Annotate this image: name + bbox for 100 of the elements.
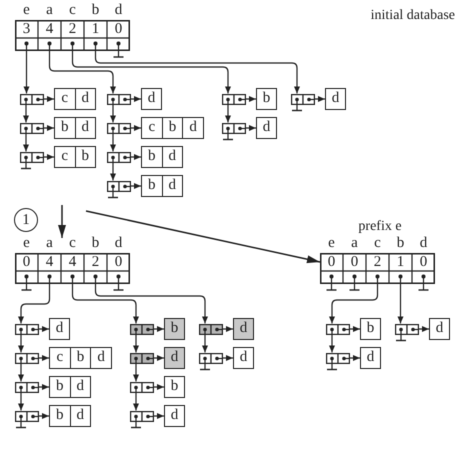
transaction-box	[54, 88, 96, 110]
item-label: b	[70, 348, 90, 368]
pointer-arrow	[44, 125, 54, 131]
pointer-arrow	[315, 96, 325, 102]
list-cell	[107, 152, 131, 162]
pointer-arrow	[18, 392, 24, 410]
pointer-arrow	[329, 284, 378, 324]
pointer-arrow	[131, 183, 141, 189]
item-label: a	[350, 236, 359, 251]
list-cell	[15, 352, 39, 364]
transaction-box	[256, 88, 277, 110]
item-label: d	[418, 236, 428, 251]
transaction-box	[325, 88, 346, 110]
pointer-arrow	[110, 104, 116, 122]
list-cell	[395, 324, 419, 334]
pointer-arrow	[419, 326, 429, 332]
list-cell	[199, 324, 223, 334]
item-label: d	[330, 89, 340, 108]
transaction-box	[233, 318, 254, 340]
item-count: 0	[114, 253, 124, 271]
transaction-box	[360, 347, 381, 369]
pointer-arrow	[72, 51, 231, 94]
list-cell	[15, 382, 39, 392]
transaction-box	[164, 376, 185, 398]
step-circle: 1	[14, 208, 38, 232]
item-label: d	[262, 118, 272, 137]
item-label: b	[262, 89, 272, 108]
item-label: c	[373, 236, 382, 251]
pointer-arrow	[23, 134, 29, 152]
header-array	[15, 238, 130, 284]
item-label: d	[238, 348, 248, 367]
item-count: 4	[44, 20, 54, 38]
item-label: b	[170, 319, 180, 338]
pointer-arrow	[131, 125, 141, 131]
pointer-arrow	[24, 51, 30, 94]
transaction-box	[256, 117, 277, 139]
item-count: 3	[22, 20, 32, 38]
item-count: 1	[90, 20, 100, 38]
item-count: 0	[418, 253, 428, 271]
transaction-box	[141, 175, 183, 197]
item-label: d	[90, 348, 112, 368]
item-label: b	[55, 406, 64, 425]
item-label: b	[90, 236, 100, 251]
pointer-arrow	[154, 355, 164, 361]
pointer-arrow	[225, 104, 231, 122]
pointer-arrow	[44, 96, 54, 102]
transaction-box	[429, 318, 450, 340]
pointer-arrow	[39, 413, 49, 419]
item-count: 2	[68, 20, 78, 38]
item-count: 2	[372, 253, 382, 271]
pointer-arrow	[350, 355, 360, 361]
list-cell	[222, 122, 246, 134]
item-label: b	[162, 118, 182, 138]
item-label: d	[162, 176, 182, 196]
pointer-arrow	[39, 384, 49, 390]
list-cell	[199, 352, 223, 364]
pointer-arrow	[18, 334, 24, 352]
item-label: b	[60, 118, 70, 137]
item-label: c	[148, 118, 156, 137]
item-count: 4	[68, 253, 78, 271]
list-cell	[107, 180, 131, 192]
pointer-arrow	[154, 384, 164, 390]
pointer-arrow	[39, 355, 49, 361]
list-cell	[130, 410, 154, 422]
step-arrow	[86, 210, 320, 264]
list-cell	[20, 152, 44, 162]
transaction-box	[141, 88, 162, 110]
pointer-arrow	[48, 51, 116, 94]
transaction-box	[141, 117, 204, 139]
list-cell	[130, 352, 154, 364]
transaction-box	[233, 347, 254, 369]
structure-caption: prefix e	[357, 219, 403, 235]
list-cell	[20, 94, 44, 104]
item-label: e	[327, 236, 336, 251]
item-label: d	[170, 406, 180, 425]
item-label: b	[90, 3, 100, 18]
item-label: b	[55, 377, 64, 396]
header-array	[15, 5, 130, 51]
transaction-box	[49, 376, 91, 398]
transaction-box	[164, 318, 185, 340]
pointer-arrow	[133, 392, 139, 410]
pointer-arrow	[110, 134, 116, 152]
pointer-arrow	[133, 334, 139, 352]
transaction-box	[49, 347, 112, 369]
pointer-arrow	[39, 326, 49, 332]
transaction-box	[49, 318, 70, 340]
list-cell	[15, 410, 39, 422]
list-cell	[130, 324, 154, 334]
item-label: c	[60, 89, 70, 108]
pointer-arrow	[329, 334, 335, 352]
transaction-box	[54, 117, 96, 139]
pointer-arrow	[154, 326, 164, 332]
transaction-box	[360, 318, 381, 340]
pointer-arrow	[223, 355, 233, 361]
item-label: b	[147, 176, 156, 195]
pointer-arrow	[350, 326, 360, 332]
item-label: d	[74, 118, 95, 138]
pointer-arrow	[18, 364, 24, 382]
pointer-arrow	[94, 284, 208, 324]
pointer-arrow	[44, 154, 54, 160]
